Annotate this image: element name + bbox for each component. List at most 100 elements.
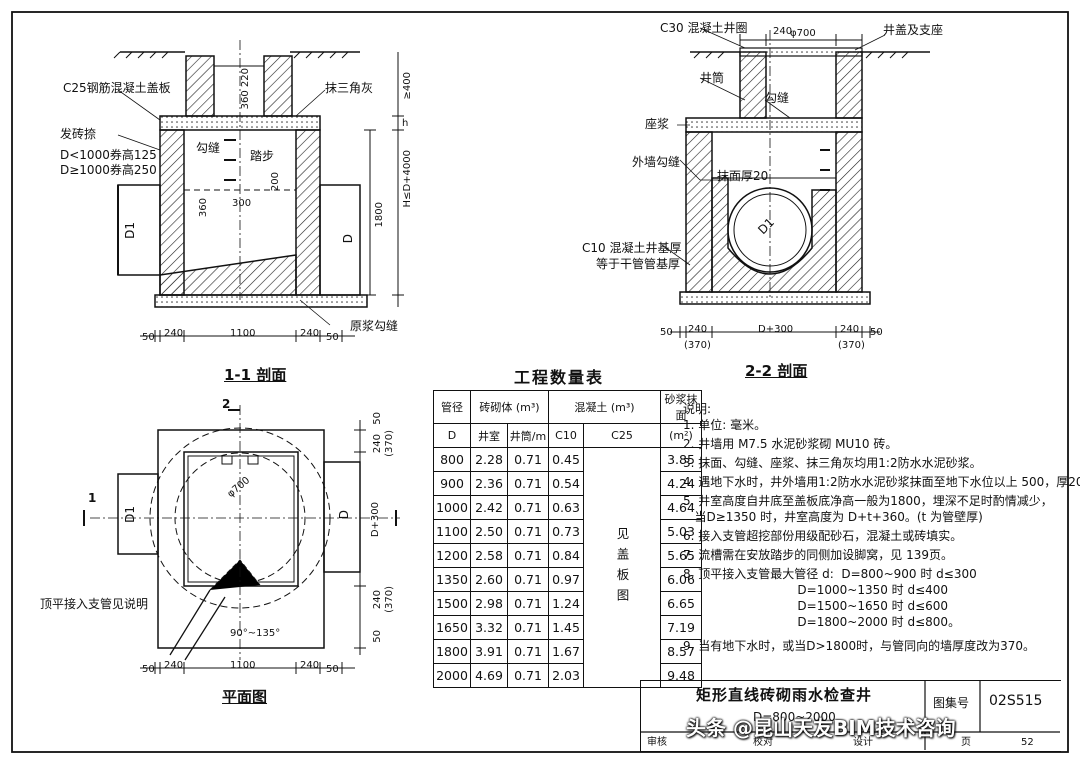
page-number: 52 — [1021, 737, 1034, 748]
notes-items: 1. 单位: 毫米。2. 井墙用 M7.5 水泥砂浆砌 MU10 砖。3. 抹面… — [683, 417, 1080, 654]
ring-label: C30 混凝土井圈 — [660, 21, 748, 35]
dim-h: h — [402, 118, 409, 129]
table-cell: 2.60 — [470, 567, 508, 592]
plan-pipe-d1: D1 — [123, 506, 137, 523]
table-cell: 1100 — [433, 519, 471, 544]
caption-section-1-1: 1-1 剖面 — [224, 366, 287, 384]
s22-dim-sub-0: (370) — [684, 340, 711, 351]
dim-bottom-3: 240 — [300, 328, 320, 339]
table-cell: 9.48 — [660, 663, 702, 688]
table-cell: 7.19 — [660, 615, 702, 640]
dim-bottom-1: 240 — [164, 328, 184, 339]
header-brick: 砖砌体 (m³) — [470, 390, 549, 424]
note-item: D=1500~1650 时 d≤600 — [683, 599, 949, 613]
title-block: 矩形直线砖砌雨水检查井 D=800~2000 图集号 02S515 审核 校对 … — [640, 680, 1061, 752]
dim-400: ≥400 — [402, 72, 413, 100]
pipe-d1-label: D1 — [123, 222, 137, 239]
table-cell: 5.65 — [660, 543, 702, 568]
step-label: 发砖捺 — [60, 127, 97, 141]
joint-label-2: 勾缝 — [765, 91, 790, 105]
review-label: 审核 — [647, 737, 667, 748]
header-plaster: 砂浆抹面 — [660, 390, 702, 424]
table-cell: 3.32 — [470, 615, 508, 640]
plan-dim-bottom-0: 50 — [142, 664, 155, 675]
notes: 说明: 1. 单位: 毫米。2. 井墙用 M7.5 水泥砂浆砌 MU10 砖。3… — [683, 401, 1080, 654]
plan-section-mark-2: 2 — [222, 397, 231, 411]
quantity-table: 管径 砖砌体 (m³) 混凝土 (m³) 砂浆抹面 D 井室 井筒/m C10 … — [433, 390, 702, 688]
title-block-title: 矩形直线砖砌雨水检查井 — [696, 686, 873, 704]
dim-hkd: H≤D+4000 — [402, 150, 413, 208]
shaft-label: 井筒 — [700, 71, 725, 85]
design-label: 设计 — [853, 737, 873, 748]
base-label-2: 等于干管管基厚 — [596, 257, 681, 271]
plan-dim-right-4: (370) — [384, 586, 395, 613]
table-cell: 6.65 — [660, 591, 702, 616]
table-cell: 800 — [433, 447, 471, 472]
header-chamber: 井室 — [470, 423, 508, 448]
dim-bottom-0: 50 — [142, 332, 155, 343]
header-concrete: 混凝土 (m³) — [548, 390, 661, 424]
plan-drawing — [83, 405, 400, 674]
plan-dim-right-0: 50 — [372, 412, 383, 425]
note-item: 7. 流槽需在安放踏步的同侧加设脚窝，见 139页。 — [683, 548, 953, 562]
note-item: 6. 接入支管超挖部份用级配砂石，混凝土或砖填实。 — [683, 529, 963, 543]
cover-slab-label: C25钢筋混凝土盖板 — [63, 81, 171, 95]
s22-dim-bottom-2: D+300 — [758, 324, 794, 335]
ladder-label: 踏步 — [250, 149, 275, 163]
table-cell: 1.67 — [548, 639, 584, 664]
s22-dim-bottom-1: 240 — [688, 324, 708, 335]
table-cell: 0.71 — [507, 567, 549, 592]
title-block-subtitle: D=800~2000 — [753, 710, 836, 724]
note-item: D=1800~2000 时 d≤800。 — [683, 615, 961, 629]
plan-dim-d300: D+300 — [370, 502, 381, 538]
plan-dim-right-3: 240 — [372, 590, 383, 610]
plan-dim-bottom-3: 240 — [300, 660, 320, 671]
table-cell: 3.91 — [470, 639, 508, 664]
quantity-table-title: 工程数量表 — [514, 368, 605, 387]
table-cell: 0.71 — [507, 639, 549, 664]
header-plaster-unit: (m²) — [660, 423, 702, 448]
table-cell: 2.03 — [548, 663, 584, 688]
dim-bottom-4: 50 — [326, 332, 339, 343]
plan-section-mark-1: 1 — [88, 491, 97, 505]
plan-dim-bottom-1: 240 — [164, 660, 184, 671]
bedding-label: 原浆勾缝 — [350, 319, 399, 333]
section-1-1-drawing — [113, 40, 404, 342]
plan-dim-right-1: 240 — [372, 434, 383, 454]
header-d: D — [433, 423, 471, 448]
note-item: 9. 当有地下水时，或当D>1800时，与管同向的墙厚度改为370。 — [683, 639, 1036, 653]
joint-label: 勾缝 — [196, 141, 221, 155]
atlas-number: 02S515 — [989, 693, 1043, 709]
table-cell: 0.71 — [507, 471, 549, 496]
table-cell: 0.45 — [548, 447, 584, 472]
table-cell: 6.06 — [660, 567, 702, 592]
table-cell: 2.58 — [470, 543, 508, 568]
table-cell: 1.45 — [548, 615, 584, 640]
table-cell: 2.50 — [470, 519, 508, 544]
c25-note-cell: 见盖板图 — [583, 447, 661, 688]
s22-dim-sub-1: (370) — [838, 340, 865, 351]
cover-seat-label: 井盖及支座 — [883, 23, 944, 37]
s22-dim-bottom-0: 50 — [660, 327, 673, 338]
atlas-label: 图集号 — [933, 696, 970, 710]
table-cell: 0.71 — [507, 543, 549, 568]
dim-300: 300 — [232, 198, 252, 209]
step-note-2: D≥1000券高250 — [60, 163, 157, 177]
plan-dim-bottom-4: 50 — [326, 664, 339, 675]
s22-dim-bottom-4: 50 — [870, 327, 883, 338]
table-cell: 1.24 — [548, 591, 584, 616]
note-item: 1. 单位: 毫米。 — [683, 418, 767, 432]
plan-dim-bottom-2: 1100 — [230, 660, 256, 671]
title-block-lines — [640, 680, 1060, 750]
table-cell: 1350 — [433, 567, 471, 592]
table-cell: 0.71 — [507, 519, 549, 544]
